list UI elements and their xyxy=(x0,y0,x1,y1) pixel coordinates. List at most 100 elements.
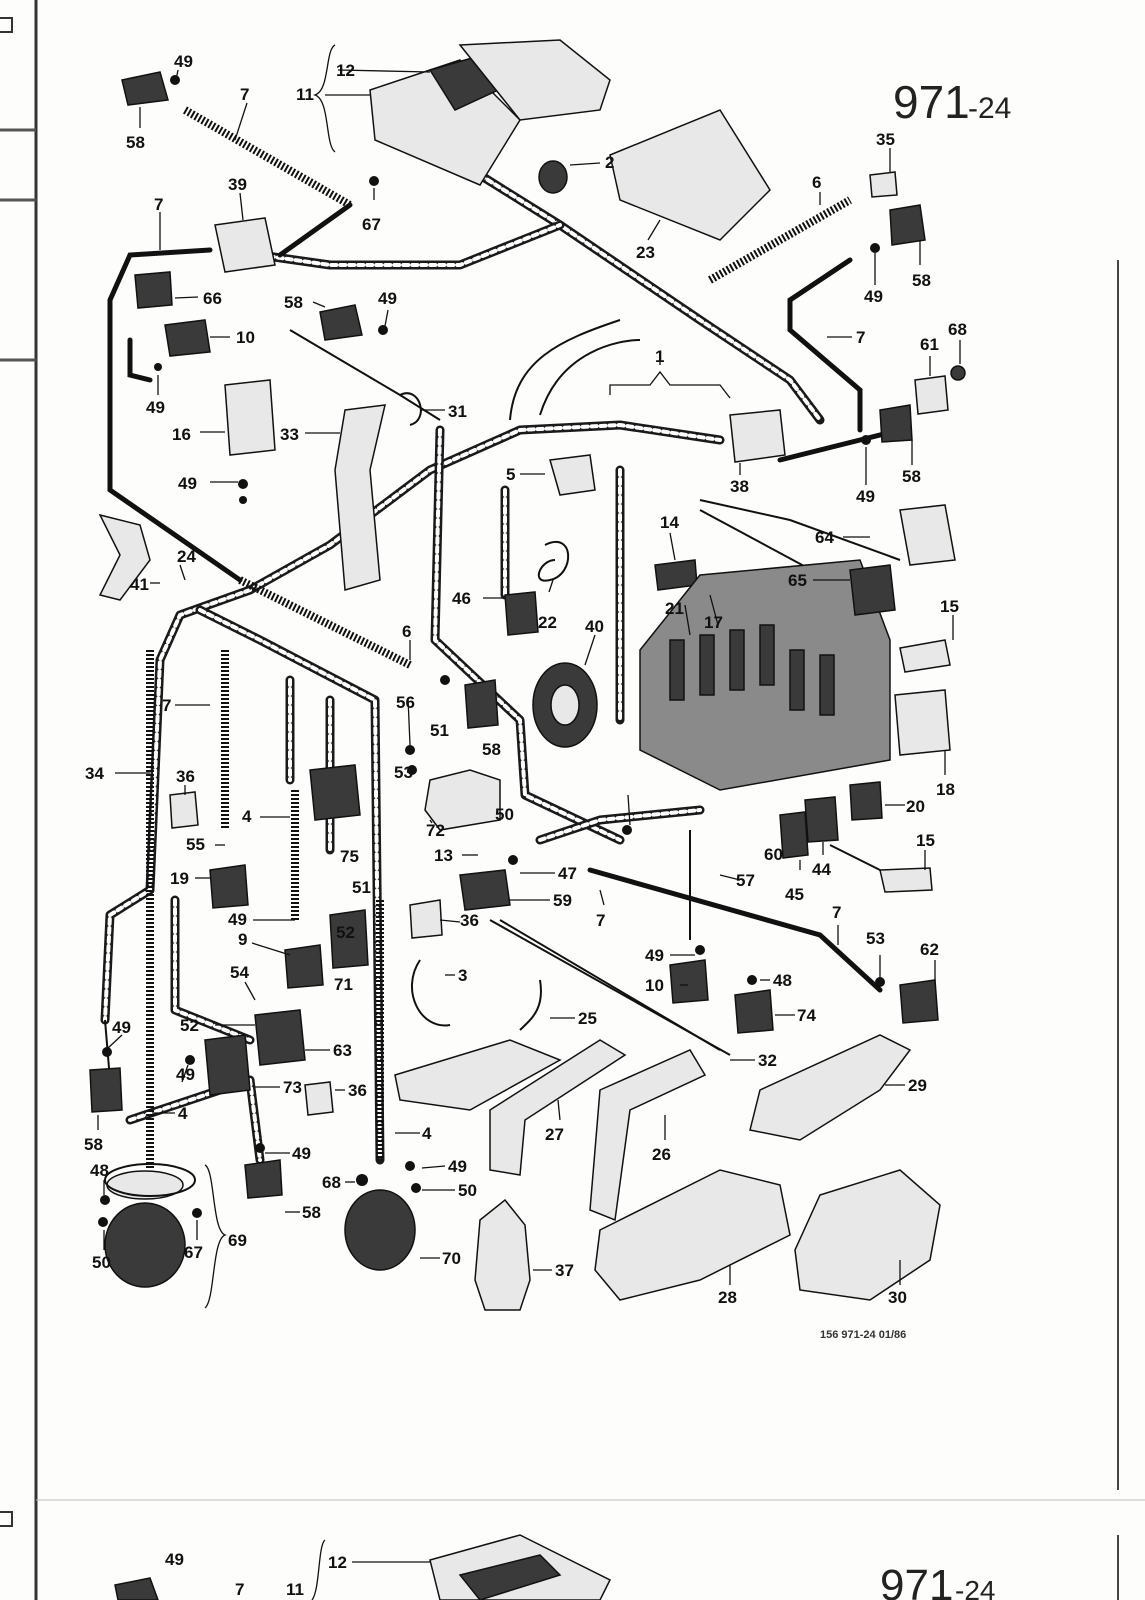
label-49g: 49 xyxy=(228,910,247,929)
duct-part-26 xyxy=(589,1049,707,1222)
sender-part-70 xyxy=(344,1189,416,1271)
label-15b: 15 xyxy=(916,831,935,850)
label-36b: 36 xyxy=(460,911,479,930)
label-7c: 7 xyxy=(856,328,865,347)
connector-part-58-left xyxy=(464,679,499,729)
relay-part-16 xyxy=(224,379,276,456)
label-39: 39 xyxy=(228,175,247,194)
label-9: 9 xyxy=(238,930,247,949)
connector-part-58-mid xyxy=(319,304,363,341)
bracket-part-36b xyxy=(169,791,199,829)
label-15: 15 xyxy=(940,597,959,616)
switch-part-19 xyxy=(209,864,249,909)
connector-part-64 xyxy=(899,504,956,566)
label-69: 69 xyxy=(228,1231,247,1250)
connector-part-58-right xyxy=(889,204,926,246)
sensor-part-75 xyxy=(309,764,361,821)
connector-part-38 xyxy=(729,409,786,463)
label-32: 32 xyxy=(758,1051,777,1070)
label-53: 53 xyxy=(394,763,413,782)
sensor-part-73 xyxy=(204,1034,251,1096)
relay-part-10 xyxy=(164,319,211,357)
connector-part-39 xyxy=(214,217,276,273)
label-26: 26 xyxy=(652,1145,671,1164)
label-10b: 10 xyxy=(645,976,664,995)
relay-part-45 xyxy=(779,811,809,859)
label-7e: 7 xyxy=(596,911,605,930)
next-page-strip: 49 7 11 12 971 -24 xyxy=(114,1534,995,1600)
label-54: 54 xyxy=(230,963,249,982)
label-49e: 49 xyxy=(856,487,875,506)
label-56: 56 xyxy=(396,693,415,712)
label-34: 34 xyxy=(85,764,104,783)
label-51: 51 xyxy=(430,721,449,740)
label-50b: 50 xyxy=(458,1181,477,1200)
switch-part-46 xyxy=(504,591,539,636)
label-14: 14 xyxy=(660,513,679,532)
label-44: 44 xyxy=(812,860,831,879)
next-label-12: 12 xyxy=(328,1553,347,1572)
label-37: 37 xyxy=(555,1261,574,1280)
sensor-part-71 xyxy=(329,909,369,969)
page-number-suffix: -24 xyxy=(968,92,1011,125)
label-55: 55 xyxy=(186,835,205,854)
label-68: 68 xyxy=(948,320,967,339)
label-24: 24 xyxy=(177,547,196,566)
switch-part-61 xyxy=(914,375,949,415)
duct-part-27 xyxy=(489,1039,627,1176)
connector-part-58-top-left xyxy=(121,71,169,106)
main-wiring-harness xyxy=(100,170,825,1165)
label-4c: 4 xyxy=(178,1104,188,1123)
fuse-row xyxy=(669,624,835,716)
label-50: 50 xyxy=(495,805,514,824)
label-45: 45 xyxy=(785,885,804,904)
label-48b: 48 xyxy=(90,1161,109,1180)
label-7d: 7 xyxy=(162,696,171,715)
next-label-7: 7 xyxy=(235,1580,244,1599)
label-49d: 49 xyxy=(864,287,883,306)
label-4: 4 xyxy=(242,807,252,826)
relay-part-44 xyxy=(804,796,839,843)
label-7b: 7 xyxy=(154,195,163,214)
cable-part-3 xyxy=(410,959,451,1027)
label-58e: 58 xyxy=(482,740,501,759)
label-49b: 49 xyxy=(146,398,165,417)
label-30: 30 xyxy=(888,1288,907,1307)
label-67b: 67 xyxy=(184,1243,203,1262)
page-number: 971 xyxy=(893,76,970,128)
label-33: 33 xyxy=(280,425,299,444)
components xyxy=(89,39,966,1311)
label-1: 1 xyxy=(655,347,664,366)
label-58b: 58 xyxy=(284,293,303,312)
bracket-part-41 xyxy=(98,513,151,601)
label-75: 75 xyxy=(340,847,359,866)
label-49i: 49 xyxy=(112,1018,131,1037)
label-59: 59 xyxy=(553,891,572,910)
hose-part-33 xyxy=(334,404,386,591)
label-40: 40 xyxy=(585,617,604,636)
label-70: 70 xyxy=(442,1249,461,1268)
label-12: 12 xyxy=(336,61,355,80)
connector-part-58-bottom-left xyxy=(89,1067,123,1113)
label-49c: 49 xyxy=(378,289,397,308)
fastener-dots xyxy=(98,75,885,1227)
label-36: 36 xyxy=(176,767,195,786)
clip-part-31 xyxy=(399,392,422,426)
relay-part-20 xyxy=(849,781,883,821)
label-68b: 68 xyxy=(322,1173,341,1192)
label-25: 25 xyxy=(578,1009,597,1028)
label-50c: 50 xyxy=(92,1253,111,1272)
label-64: 64 xyxy=(815,528,834,547)
label-28: 28 xyxy=(718,1288,737,1307)
label-49k: 49 xyxy=(292,1144,311,1163)
part-labels: 58 49 7 11 12 67 2 23 39 7 66 10 49 58 4… xyxy=(84,52,967,1307)
label-36c: 36 xyxy=(348,1081,367,1100)
label-4b: 4 xyxy=(422,1124,432,1143)
plug-part-66 xyxy=(134,271,173,309)
label-18: 18 xyxy=(936,780,955,799)
terminal-part-15-bottom xyxy=(879,867,933,893)
next-label-49: 49 xyxy=(165,1550,184,1569)
label-65: 65 xyxy=(788,571,807,590)
label-62: 62 xyxy=(920,940,939,959)
label-71: 71 xyxy=(334,975,353,994)
